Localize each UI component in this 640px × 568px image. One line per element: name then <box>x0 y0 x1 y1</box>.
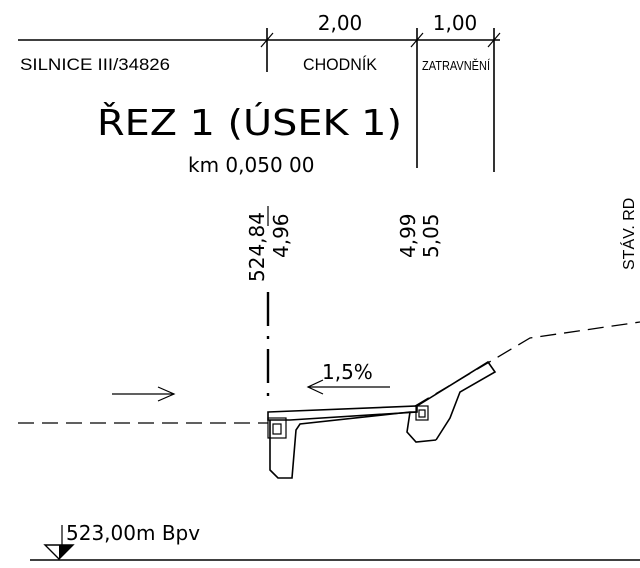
grass-label: ZATRAVNĚNÍ <box>422 58 490 73</box>
sidewalk-label: CHODNÍK <box>303 55 378 74</box>
direction-arrow <box>112 386 176 402</box>
embankment <box>416 360 497 441</box>
dimension-tick <box>260 32 274 48</box>
curb-left-inner <box>272 423 282 435</box>
datum-level <box>30 525 640 561</box>
slope-label: 1,5% <box>322 360 373 384</box>
existing-terrain-right <box>414 321 640 407</box>
side-label: STÁV. RD <box>619 198 638 270</box>
sidewalk-structure <box>267 405 437 479</box>
axis-offset: 4,96 <box>269 213 293 258</box>
dimension-tick <box>410 32 424 48</box>
slope-arrow <box>306 379 390 395</box>
dimension-tick <box>487 32 501 48</box>
datum-triangle-fill <box>59 545 73 559</box>
curb-left <box>267 417 287 439</box>
datum-label: 523,00m Bpv <box>66 521 200 545</box>
axis-elevation: 524,84 <box>245 212 269 282</box>
edge-offset-2: 5,05 <box>419 213 443 258</box>
header-dimension-line <box>18 28 501 172</box>
chainage: km 0,050 00 <box>188 153 314 177</box>
sidewalk-width: 2,00 <box>318 11 363 35</box>
curb-right-inner <box>418 409 426 418</box>
edge-offset-1: 4,99 <box>396 213 420 258</box>
curb-right <box>415 405 429 421</box>
grass-width: 1,00 <box>433 11 478 35</box>
section-title: ŘEZ 1 (ÚSEK 1) <box>97 102 402 144</box>
road-label: SILNICE III/34826 <box>20 55 170 74</box>
